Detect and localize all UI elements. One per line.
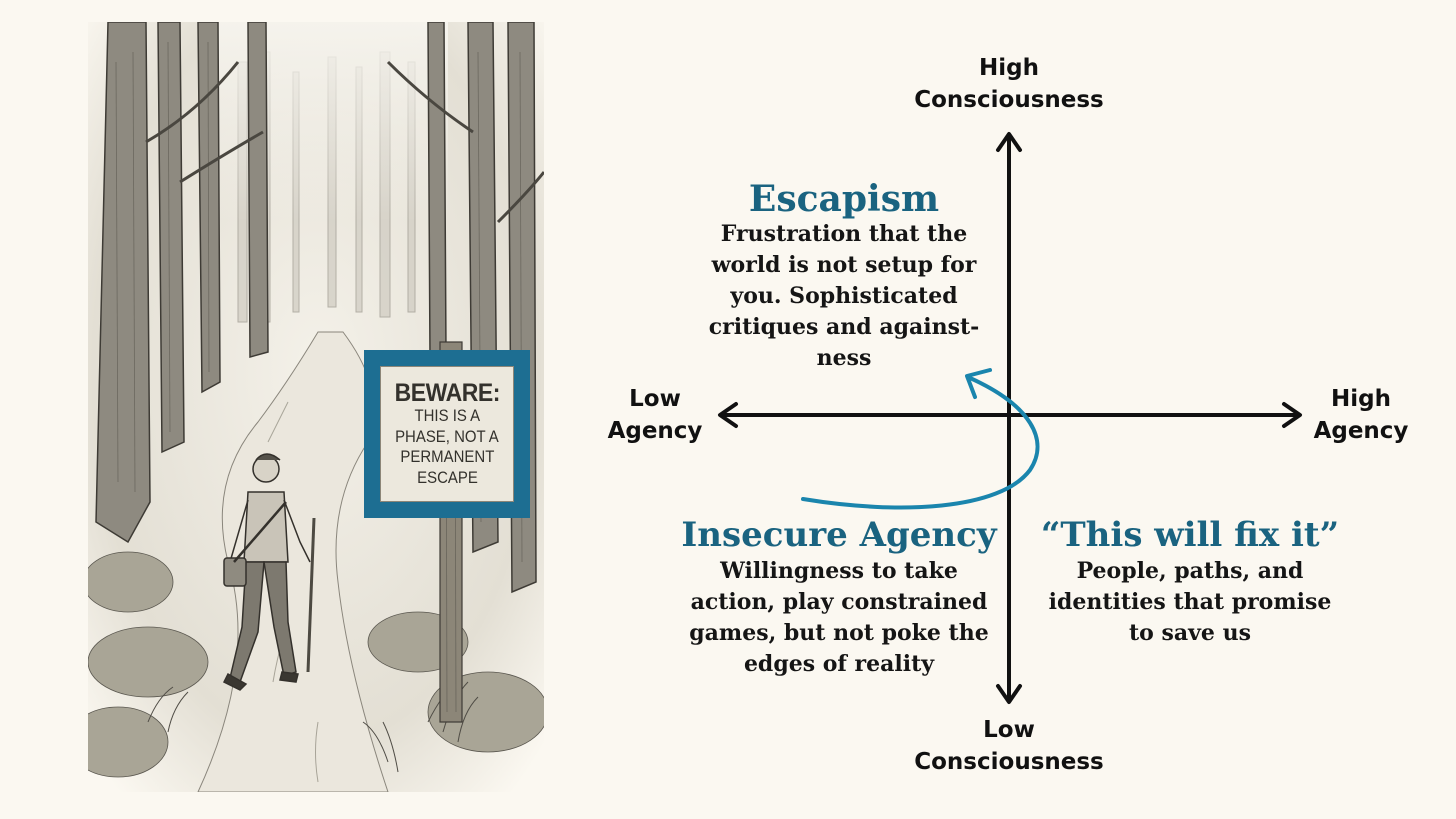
escapism-title: Escapism <box>694 176 994 222</box>
fix-it-description: People, paths, and identities that promi… <box>1030 556 1350 649</box>
insecure-agency-description: Willingness to take action, play constra… <box>672 556 1006 680</box>
insecure-agency-title: Insecure Agency <box>672 513 1006 557</box>
escapism-description: Frustration that the world is not setup … <box>694 219 994 374</box>
curved-arrow <box>803 378 1038 507</box>
fix-it-title: “This will fix it” <box>1030 513 1350 557</box>
